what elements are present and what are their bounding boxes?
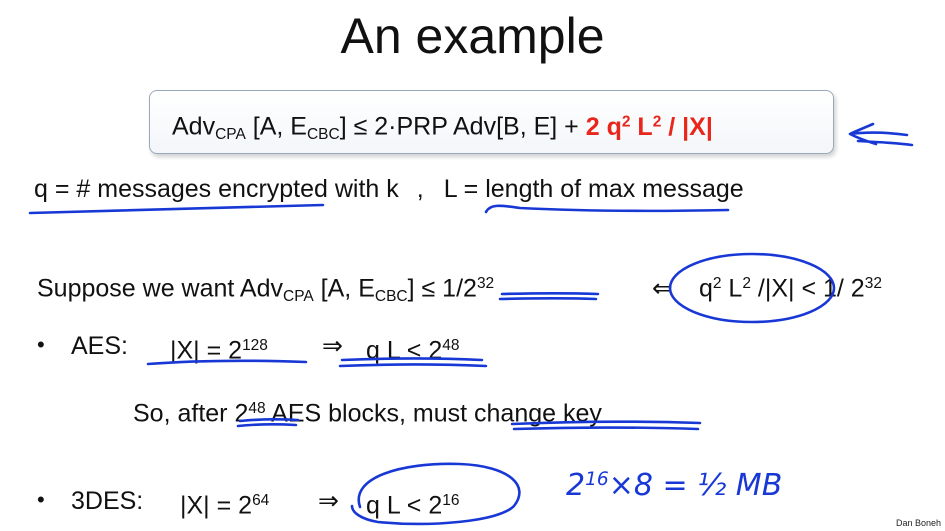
condition-l-exp: 2: [742, 275, 751, 292]
des-bullet: •: [37, 487, 45, 512]
aes-implies-arrow: ⇒: [322, 332, 343, 360]
handwritten-base: 2: [566, 468, 586, 504]
condition-q: q: [698, 274, 713, 303]
condition-exp: 32: [864, 275, 882, 292]
handwritten-exp: 16: [585, 469, 609, 490]
des-domain-size-exp: 64: [252, 492, 270, 509]
cbc-subscript: CBC: [306, 125, 340, 143]
error-term-l: L: [630, 112, 653, 141]
error-term: 2 q2 L2 / |X|: [586, 113, 713, 141]
suppose-args: [A, E: [313, 274, 375, 303]
aes-bound: q L < 248: [366, 330, 459, 367]
aes-label: AES:: [71, 332, 128, 360]
suppose-lead: Suppose we want Adv: [37, 274, 283, 303]
adv-label: Adv: [172, 112, 216, 141]
formula-box: [149, 90, 834, 154]
adv-args: [A, E: [245, 112, 307, 141]
aes-rekey-note: So, after 248 AES blocks, must change ke…: [133, 393, 602, 430]
cbc-security-bound: AdvCPA [A, ECBC] ≤ 2·PRP Adv[B, E] + 2 q…: [172, 106, 713, 151]
aes-bullet: •: [37, 332, 45, 357]
des-label: 3DES:: [71, 487, 144, 515]
condition-tail: /|X| < 1/ 2: [750, 274, 865, 303]
q-definition: q = # messages encrypted with k: [34, 175, 399, 203]
des-bound-base: q L < 2: [366, 491, 443, 520]
prp-term: ] ≤ 2·PRP Adv[B, E] +: [339, 112, 586, 141]
pointer-arrow-annotation: [848, 122, 914, 147]
l-definition-underline: [484, 204, 730, 214]
handwritten-expression: ×8 = ½ MB: [608, 468, 783, 504]
aes-note-tail: AES blocks, must change key: [265, 399, 602, 428]
des-implies-arrow: ⇒: [318, 487, 339, 515]
error-term-q-exp: 2: [621, 113, 631, 130]
implied-by-arrow: ⇐: [652, 274, 673, 303]
aes-domain-size-exp: 128: [242, 337, 268, 354]
cpa-subscript: CPA: [215, 125, 246, 143]
target-underline-2: [498, 296, 598, 301]
l-definition: L = length of max message: [443, 175, 744, 203]
target-underline-1: [500, 291, 600, 296]
definitions-line: q = # messages encrypted with k, L = leng…: [34, 173, 744, 205]
suppose-leq: ] ≤: [407, 274, 443, 303]
suppose-line: Suppose we want AdvCPA [A, ECBC] ≤ 1/232: [37, 268, 494, 313]
author-credit: Dan Boneh: [895, 518, 941, 528]
des-domain-size-base: |X| = 2: [180, 491, 253, 520]
error-term-q: 2 q: [585, 112, 622, 141]
aes-domain-size: |X| = 2128: [170, 330, 268, 367]
suppose-cbc-subscript: CBC: [374, 287, 408, 305]
handwritten-calculation: 216×8 = ½ MB: [566, 462, 782, 504]
aes-bound-base: q L < 2: [366, 336, 443, 365]
suppose-cpa-subscript: CPA: [283, 287, 314, 305]
aes-note-lead: So, after: [133, 399, 235, 428]
aes-note-blocks-exp: 48: [248, 400, 266, 417]
definition-separator: ,: [416, 175, 424, 203]
condition-l: L: [721, 274, 743, 303]
error-term-l-exp: 2: [652, 113, 662, 130]
target-advantage-exp: 32: [476, 275, 495, 292]
target-advantage: 1/2: [442, 274, 477, 303]
aes-domain-size-base: |X| = 2: [170, 336, 243, 365]
error-term-x: / |X|: [661, 112, 713, 141]
des-bound-exp: 16: [442, 492, 460, 509]
aes-bound-exp: 48: [442, 337, 460, 354]
des-bound: q L < 216: [366, 485, 459, 522]
des-domain-size: |X| = 264: [180, 485, 269, 522]
suppose-condition: ⇐q2 L2 /|X| < 1/ 232: [652, 268, 882, 305]
slide-title: An example: [340, 8, 605, 64]
q-definition-underline: [28, 203, 325, 215]
aes-note-blocks: 2: [234, 399, 249, 428]
